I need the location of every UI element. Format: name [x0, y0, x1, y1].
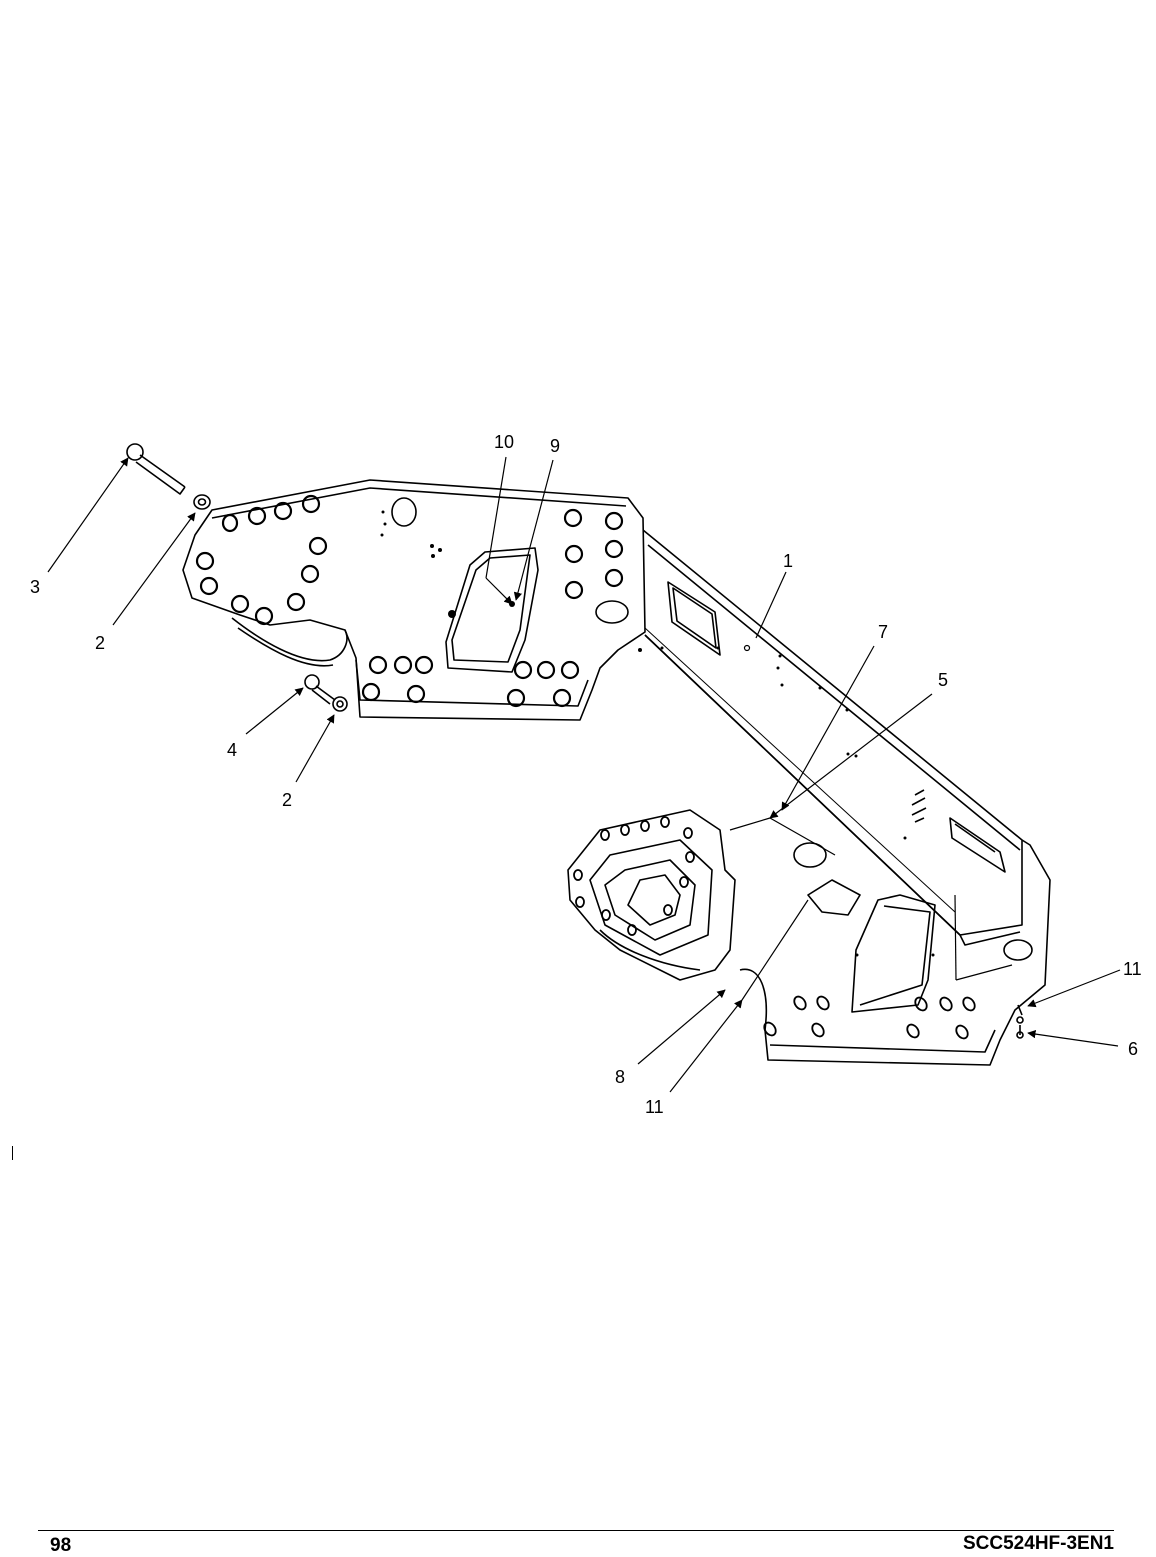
leader-2a	[112, 512, 196, 626]
callout-10: 10	[494, 432, 514, 452]
page-footer: 98 SCC524HF-3EN1	[38, 1530, 1114, 1556]
callout-4: 4	[227, 740, 237, 760]
leader-9	[513, 459, 554, 601]
callout-11: 11	[1123, 959, 1142, 979]
leader-5	[769, 693, 933, 819]
leader-10	[485, 456, 507, 579]
callout-3: 3	[30, 577, 40, 597]
leader-1	[755, 571, 787, 639]
main-beam	[642, 529, 1023, 936]
callout-2b: 2	[282, 790, 292, 810]
callout-5: 5	[938, 670, 948, 690]
leader-7	[781, 645, 875, 811]
right-plate	[739, 839, 1051, 1066]
leader-11b	[669, 999, 743, 1093]
leader-3	[47, 457, 129, 573]
leader-6	[1027, 1029, 1119, 1047]
callout-11b: 11	[645, 1097, 664, 1117]
callout-1: 1	[783, 551, 793, 571]
leader-8	[637, 989, 726, 1065]
callout-8: 8	[615, 1067, 625, 1087]
callout-2: 2	[95, 633, 105, 653]
callout-9: 9	[550, 436, 560, 456]
leader-4	[245, 687, 304, 735]
leader-2b	[295, 714, 335, 783]
callout-6: 6	[1128, 1039, 1138, 1059]
page-number: 98	[50, 1535, 72, 1556]
stray-mark	[12, 1146, 13, 1160]
left-plate-window	[445, 547, 539, 673]
callout-7: 7	[878, 622, 888, 642]
leader-11a	[1027, 969, 1121, 1008]
left-plate	[182, 479, 646, 721]
mount-bracket	[567, 809, 736, 981]
document-code: SCC524HF-3EN1	[963, 1533, 1114, 1554]
